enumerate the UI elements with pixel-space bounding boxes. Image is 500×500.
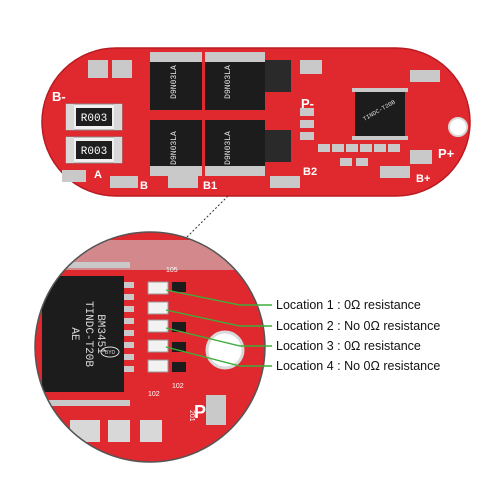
label-b1: B1 (203, 180, 217, 192)
label-a: A (94, 169, 102, 181)
mosfet-group: D9N03LA D9N03LA D9N03LA D9N03LA (150, 52, 291, 176)
zoom-detail: TINDC-T20B AE BM3451 BYD (34, 231, 266, 463)
callout-location-2: Location 2 : No 0Ω resistance (276, 319, 441, 333)
callout-location-4: Location 4 : No 0Ω resistance (276, 359, 441, 373)
zoom-ic-line-1: TINDC-T20B (82, 301, 94, 367)
label-p-plus: P+ (438, 146, 455, 161)
mounting-hole (448, 117, 468, 137)
svg-text:D9N03LA: D9N03LA (170, 65, 179, 99)
shunt-resistor-1: R003 (65, 103, 123, 131)
shunt-resistor-2: R003 (65, 136, 123, 164)
protection-ic: TINDC-T20B (352, 88, 408, 140)
bms-board: R003 R003 D9N03LA D9N03LA D9N03LA D (41, 47, 471, 197)
leader-line-2 (165, 309, 272, 327)
label-b-minus: B- (52, 89, 66, 104)
zoom-smd-label-4: 201 (188, 410, 195, 422)
pad-b-minus (62, 170, 86, 182)
leader-lines (165, 289, 272, 367)
zoom-ic-line-2: AE (68, 327, 80, 341)
zoom-ic-chip: TINDC-T20B AE BM3451 BYD (42, 276, 124, 392)
leader-line-3 (165, 327, 272, 347)
svg-text:D9N03LA: D9N03LA (224, 65, 233, 99)
svg-text:P: P (194, 402, 206, 422)
resistor-label-2: R003 (81, 146, 107, 158)
label-b-plus: B+ (416, 173, 430, 185)
zoom-ic-line-3: BM3451 (94, 314, 106, 354)
svg-text:D9N03LA: D9N03LA (170, 131, 179, 165)
leader-line-1 (165, 289, 272, 306)
label-b2: B2 (303, 166, 317, 178)
svg-text:D9N03LA: D9N03LA (224, 131, 233, 165)
leader-line-4 (165, 346, 272, 367)
callout-location-1: Location 1 : 0Ω resistance (276, 298, 421, 312)
zoom-smd-label-3: 102 (148, 391, 160, 398)
zoom-ic-logo: BYD (105, 350, 116, 356)
callout-location-3: Location 3 : 0Ω resistance (276, 339, 421, 353)
zoom-smd-label-2: 102 (172, 383, 184, 390)
label-p-minus: P- (301, 96, 314, 111)
resistor-label-1: R003 (81, 113, 107, 125)
zoom-smd-label-1: 105 (166, 267, 178, 274)
label-b: B (140, 180, 148, 192)
